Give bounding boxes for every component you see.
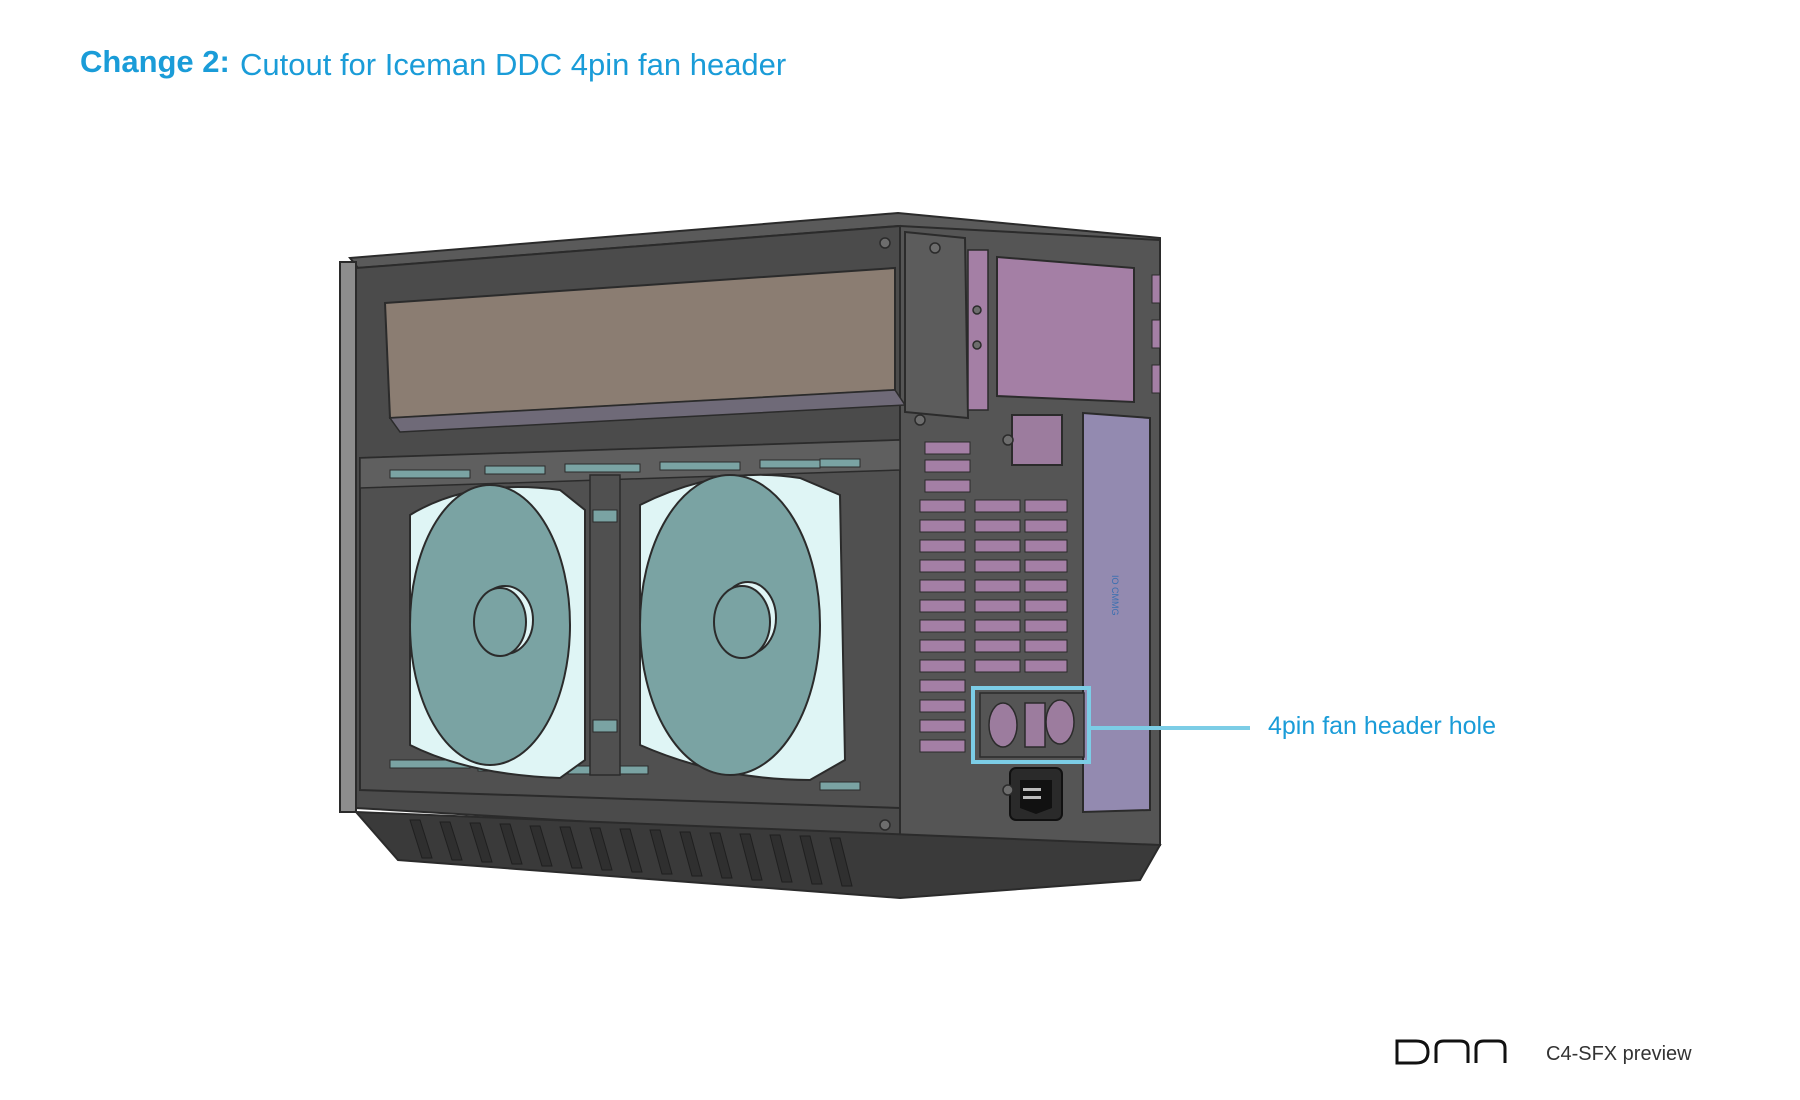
side-tab-1: [1151, 274, 1161, 304]
io-panel-print: IO CMMG: [1110, 575, 1120, 616]
divider-slot-top: [592, 509, 618, 523]
change-label: Change 2:: [80, 44, 230, 79]
change-description: Cutout for Iceman DDC 4pin fan header: [240, 47, 787, 82]
square-cutout: [1011, 414, 1063, 466]
callout-line: [1090, 726, 1250, 730]
fan-right: [639, 473, 847, 782]
io-panel: [1082, 411, 1151, 814]
callout-label: 4pin fan header hole: [1268, 712, 1496, 740]
top-rail-slots: [389, 458, 861, 479]
side-tab-3: [1151, 364, 1161, 394]
fan-left: [409, 484, 586, 780]
dan-logo: [1395, 1039, 1507, 1065]
left-edge-panel: [339, 261, 357, 813]
power-socket-icon: [1009, 767, 1063, 821]
bottom-base: [353, 810, 1162, 900]
base-slats: [409, 819, 853, 887]
bracket-purple-strip: [967, 249, 989, 411]
pci-bracket: [904, 230, 970, 420]
fan-header-hole-center: [1024, 702, 1046, 748]
screws: [879, 237, 1014, 831]
fan-header-cutout-highlight: [971, 686, 1091, 764]
divider-slot-bottom: [592, 719, 618, 733]
vent-grid: [919, 441, 1068, 753]
psu-purple-panel-top: [996, 255, 1135, 404]
footer-caption: C4-SFX preview: [1546, 1043, 1692, 1065]
fan-header-hole-left: [988, 702, 1018, 748]
side-tab-2: [1151, 319, 1161, 349]
fan-header-hole-right: [1045, 699, 1075, 745]
